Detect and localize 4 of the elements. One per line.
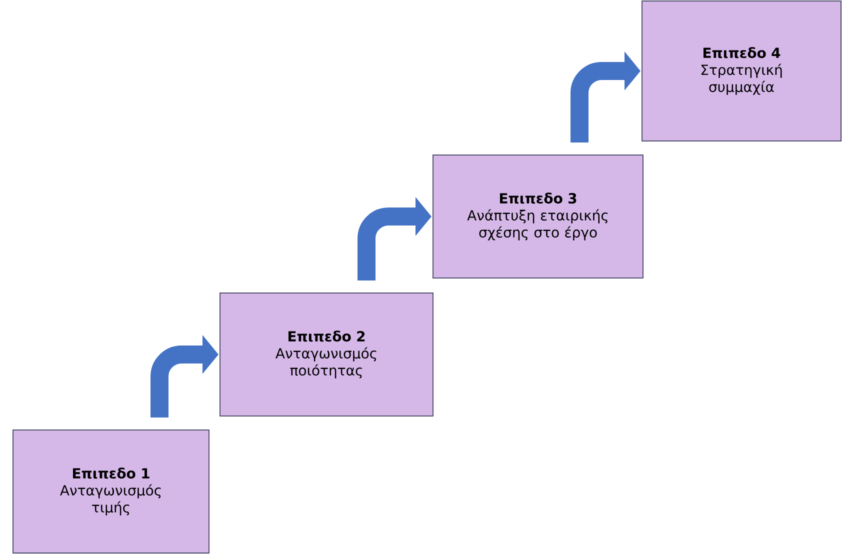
level-box: Επιπεδο 3 Ανάπτυξη εταιρικής σχέσης στο έργο [432,154,644,278]
level-box: Επιπεδο 4 Στρατηγική συμμαχία [642,0,842,142]
level-box: Επιπεδο 2 Ανταγωνισμός ποιότητας [220,292,434,416]
level-box: Επιπεδο 1 Ανταγωνισμός τιμής [12,430,210,554]
